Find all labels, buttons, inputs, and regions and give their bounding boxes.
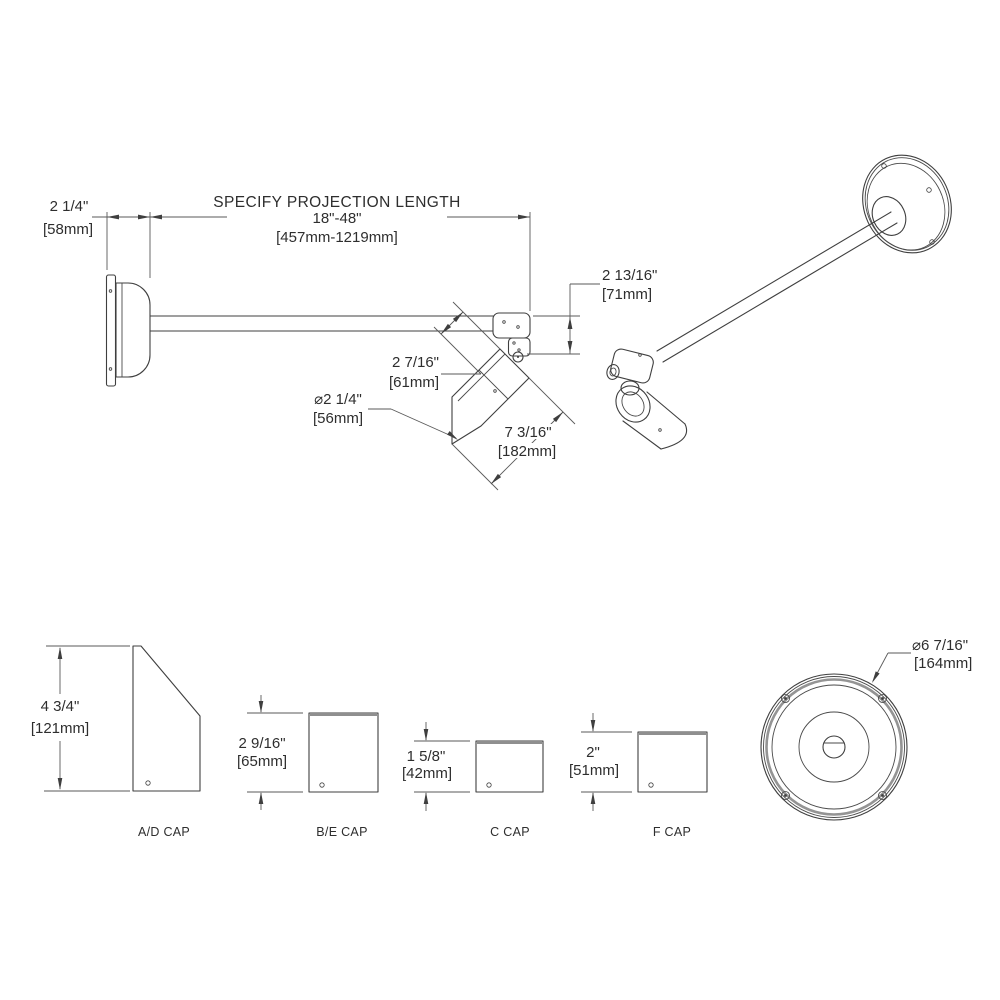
- dim-text-head-dia-mm: [56mm]: [313, 410, 363, 427]
- canopy-screw: [926, 187, 932, 193]
- side-view: [105, 274, 531, 445]
- pivot-center: [517, 356, 519, 358]
- cap-ad-height-in: 4 3/4": [41, 698, 80, 715]
- cap-f-label: F CAP: [653, 825, 691, 839]
- cap-f: 2" [51mm] F CAP: [569, 713, 708, 839]
- elbow-screw: [638, 353, 642, 357]
- cap-ad-label: A/D CAP: [138, 825, 190, 839]
- canopy-outer-circle: [760, 673, 908, 821]
- dim-text-head-length-mm: [182mm]: [498, 443, 556, 460]
- canopy-screw: [929, 239, 935, 245]
- joint-block: [492, 312, 531, 339]
- isometric-view: [606, 154, 952, 450]
- iso-elbow-block: [610, 348, 654, 384]
- dim-text-mount-drop-mm: [71mm]: [602, 286, 652, 303]
- joint-screw: [516, 325, 520, 329]
- dim-text-canopy-dia-in: ⌀6 7/16": [912, 637, 968, 654]
- canopy-gasket-ring: [765, 678, 903, 816]
- iso-elbow-boss: [606, 364, 620, 380]
- iso-canopy-hub: [871, 196, 907, 236]
- cap-be-height-in: 2 9/16": [238, 735, 285, 752]
- dim-text-head-cap-in: 2 7/16": [392, 354, 439, 371]
- cap-c: 1 5/8" [42mm] C CAP: [402, 722, 544, 839]
- cap-c-profile: [475, 740, 544, 793]
- cap-ad-height-mm: [121mm]: [31, 720, 89, 737]
- cap-ad-profile: [132, 645, 201, 792]
- canopy-screw: [881, 163, 887, 169]
- lamp-head-screw: [493, 389, 497, 393]
- cap-c-height-mm: [42mm]: [402, 765, 452, 782]
- cap-be: 2 9/16" [65mm] B/E CAP: [237, 695, 379, 839]
- dim-text-mount-drop-in: 2 13/16": [602, 267, 657, 284]
- cap-c-height-in: 1 5/8": [407, 748, 446, 765]
- iso-head-body-edge: [646, 391, 686, 425]
- cap-ad-setscrew: [145, 780, 151, 786]
- lamp-head-wall-line: [457, 353, 506, 402]
- iso-arm-edge: [662, 222, 898, 363]
- cap-be-profile: [308, 712, 379, 793]
- cap-f-profile: [637, 731, 708, 793]
- dim-text-canopy-depth-in: 2 1/4": [50, 198, 89, 215]
- dim-head-dia: ⌀2 1/4" [56mm]: [313, 391, 458, 440]
- canopy-back-view: ⌀6 7/16" [164mm]: [760, 637, 972, 821]
- dim-text-head-length-in: 7 3/16": [504, 424, 551, 441]
- dim-canopy-depth: 2 1/4" [58mm]: [43, 198, 151, 278]
- backplate-screw: [108, 367, 113, 371]
- projection-range-in: 18"-48": [312, 210, 361, 227]
- cap-c-label: C CAP: [490, 825, 530, 839]
- cap-be-label: B/E CAP: [316, 825, 367, 839]
- knuckle-screw: [512, 341, 516, 345]
- cap-f-height-mm: [51mm]: [569, 762, 619, 779]
- dim-projection-length: SPECIFY PROJECTION LENGTH 18"-48" [457mm…: [150, 194, 531, 311]
- dim-text-canopy-dia-mm: [164mm]: [914, 655, 972, 672]
- cap-ad: 4 3/4" [121mm] A/D CAP: [31, 645, 201, 839]
- iso-canopy: [862, 154, 952, 254]
- dim-head-cap: 2 7/16" [61mm]: [389, 301, 501, 391]
- cap-be-setscrew: [319, 782, 325, 788]
- dim-text-head-cap-mm: [61mm]: [389, 374, 439, 391]
- lamp-head-profile: [451, 348, 530, 445]
- dim-head-length: 7 3/16" [182mm]: [451, 377, 576, 491]
- iso-head-rim: [615, 385, 651, 423]
- dim-mount-drop: 2 13/16" [71mm]: [527, 267, 657, 355]
- iso-arm-edge: [656, 211, 892, 352]
- pivot-bolt: [512, 351, 524, 363]
- joint-knuckle: [507, 337, 531, 357]
- canopy-screws: [781, 694, 887, 800]
- iso-head-screw: [658, 428, 662, 432]
- center-bolt: [822, 735, 846, 759]
- projection-length-label: SPECIFY PROJECTION LENGTH: [213, 194, 460, 211]
- wall-backplate: [105, 274, 117, 387]
- backplate-screw: [108, 289, 113, 293]
- cap-be-height-mm: [65mm]: [237, 753, 287, 770]
- canopy-dome-profile: [115, 282, 151, 378]
- knuckle-screw: [517, 348, 521, 352]
- canopy-rim-circle: [763, 676, 905, 818]
- cap-f-height-in: 2": [586, 744, 600, 761]
- dim-text-canopy-depth-mm: [58mm]: [43, 221, 93, 238]
- canopy-dome-circle: [798, 711, 870, 783]
- dim-text-head-dia-in: ⌀2 1/4": [314, 391, 362, 408]
- cap-c-setscrew: [486, 782, 492, 788]
- dim-canopy-dia: ⌀6 7/16" [164mm]: [872, 637, 972, 683]
- lamp-head-cap-split: [478, 369, 509, 400]
- iso-head-body-edge: [622, 420, 662, 450]
- cap-f-setscrew: [648, 782, 654, 788]
- projection-range-mm: [457mm-1219mm]: [276, 229, 398, 246]
- iso-head-cut-face: [660, 423, 688, 450]
- canopy-face-circle: [771, 684, 897, 810]
- joint-screw: [502, 320, 506, 324]
